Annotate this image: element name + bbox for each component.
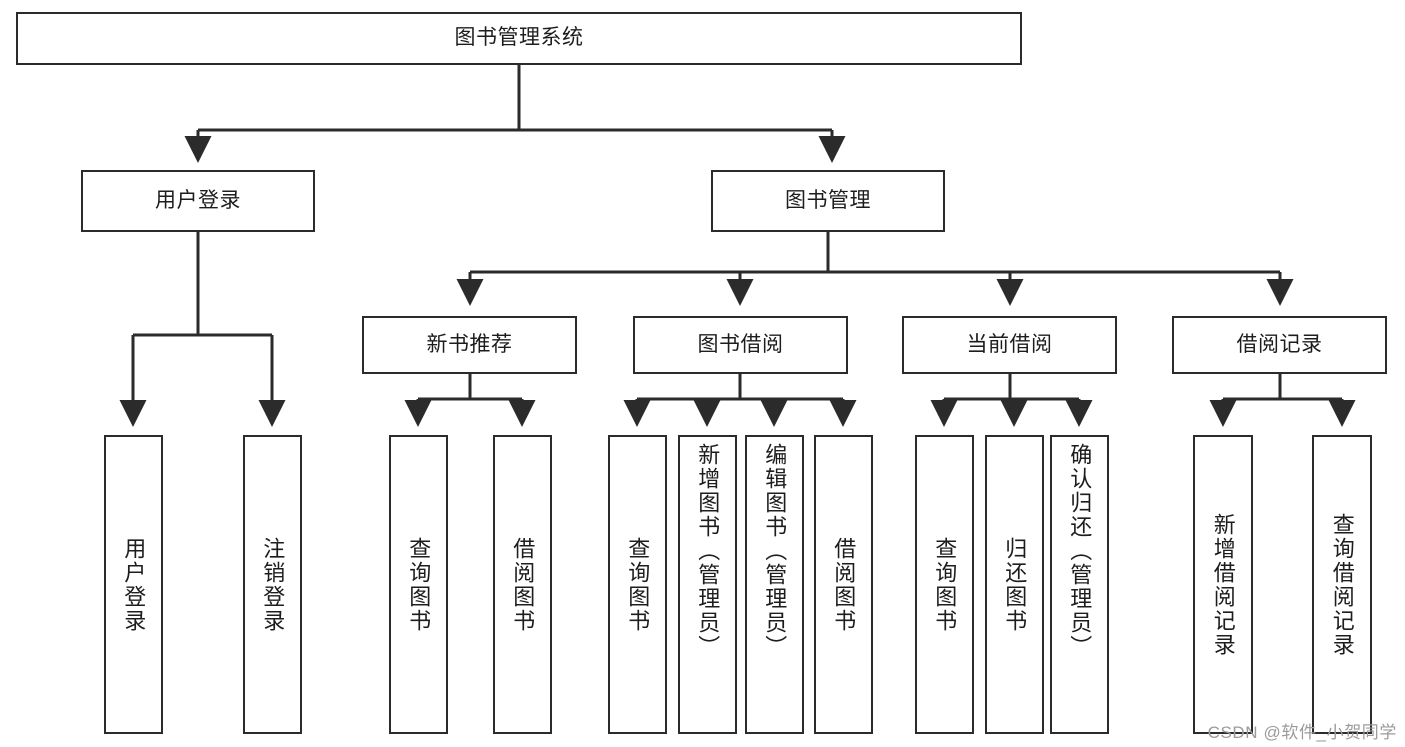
node-label: 图书管理系统 (454, 26, 584, 50)
leaf-label: 查询图书 (406, 536, 432, 633)
leaf-label: 新增借阅记录 (1210, 512, 1236, 657)
leaf-label: 借阅图书 (510, 536, 536, 633)
leaf-user-login-login[interactable]: 用户登录 (104, 435, 163, 734)
node-new-book-recommend[interactable]: 新书推荐 (362, 316, 577, 374)
leaf-borrow-record-add-record[interactable]: 新增借阅记录 (1193, 435, 1253, 734)
leaf-new-book-query-book[interactable]: 查询图书 (389, 435, 448, 734)
leaf-book-borrow-add-book-admin[interactable]: 新增图书（管理员） (678, 435, 737, 734)
leaf-borrow-record-query-record[interactable]: 查询借阅记录 (1312, 435, 1372, 734)
leaf-new-book-borrow-book[interactable]: 借阅图书 (493, 435, 552, 734)
leaf-label: 编辑图书（管理员） (762, 443, 788, 659)
leaf-book-borrow-query-book[interactable]: 查询图书 (608, 435, 667, 734)
node-label: 图书借阅 (697, 332, 784, 356)
leaf-label: 确认归还（管理员） (1067, 443, 1093, 659)
node-book-management[interactable]: 图书管理 (711, 170, 945, 232)
leaf-user-login-logout[interactable]: 注销登录 (243, 435, 302, 734)
node-borrow-record[interactable]: 借阅记录 (1172, 316, 1387, 374)
leaf-label: 查询借阅记录 (1329, 512, 1355, 657)
leaf-label: 新增图书（管理员） (695, 443, 721, 659)
node-label: 借阅记录 (1236, 332, 1323, 356)
leaf-current-borrow-return-book[interactable]: 归还图书 (985, 435, 1044, 734)
leaf-label: 借阅图书 (831, 536, 857, 633)
leaf-current-borrow-confirm-return-admin[interactable]: 确认归还（管理员） (1050, 435, 1109, 734)
node-current-borrow[interactable]: 当前借阅 (902, 316, 1117, 374)
leaf-current-borrow-query-book[interactable]: 查询图书 (915, 435, 974, 734)
node-book-borrow[interactable]: 图书借阅 (633, 316, 848, 374)
leaf-label: 归还图书 (1002, 536, 1028, 633)
node-label: 当前借阅 (966, 332, 1053, 356)
leaf-label: 注销登录 (260, 536, 286, 633)
node-label: 图书管理 (785, 188, 871, 212)
leaf-book-borrow-borrow-book[interactable]: 借阅图书 (814, 435, 873, 734)
leaf-label: 查询图书 (625, 536, 651, 633)
node-user-login[interactable]: 用户登录 (81, 170, 315, 232)
node-label: 用户登录 (155, 188, 241, 212)
leaf-label: 查询图书 (932, 536, 958, 633)
node-label: 新书推荐 (426, 332, 513, 356)
node-root-book-management-system[interactable]: 图书管理系统 (16, 12, 1022, 65)
leaf-book-borrow-edit-book-admin[interactable]: 编辑图书（管理员） (745, 435, 804, 734)
leaf-label: 用户登录 (121, 536, 147, 633)
